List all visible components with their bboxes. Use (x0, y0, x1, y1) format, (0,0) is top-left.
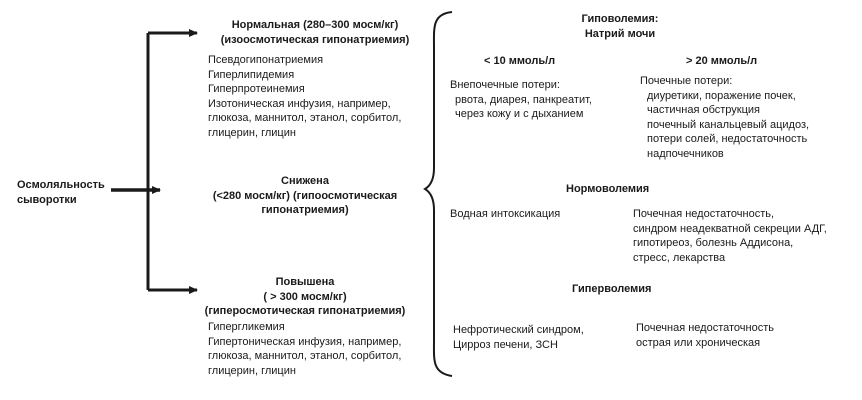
reduced-title-line: гипонатриемия) (261, 204, 349, 216)
hypervolemia-right: Почечная недостаточность острая или хрон… (636, 321, 774, 350)
hypovolemia-title: Гиповолемия: Натрий мочи (545, 12, 695, 41)
normal-cause-item: Псевдогипонатриемия (208, 54, 324, 66)
root-line: Осмоляльность (17, 179, 105, 191)
normal-causes: Псевдогипонатриемия Гиперлипидемия Гипер… (208, 53, 401, 140)
normovolemia-right: Почечная недостаточность, синдром неадек… (633, 207, 827, 265)
increased-title-line: (гиперосмотическая гипонатриемия) (204, 305, 406, 317)
normal-cause-item: Изотоническая инфузия, например, (208, 97, 391, 110)
reduced-title: Снижена (<280 мосм/кг) (гипоосмотическая… (185, 174, 425, 218)
root-label: Осмоляльность сыворотки (17, 178, 105, 207)
normovolemia-right-line: синдром неадекватной секреции АДГ, (633, 222, 827, 235)
normovolemia-right-line: Почечная недостаточность, (633, 208, 775, 220)
increased-cause-item: глицерин, глицин (208, 364, 296, 377)
increased-cause-item: Гипергликемия (208, 321, 285, 333)
increased-causes: Гипергликемия Гипертоническая инфузия, н… (208, 320, 401, 378)
normovolemia-right-line: стресс, лекарства (633, 251, 726, 264)
hypovolemia-high-line: частичная обструкция (647, 104, 761, 116)
normovolemia-right-line: гипотиреоз, болезнь Аддисона, (633, 237, 794, 249)
low-sodium-header: < 10 ммоль/л (484, 55, 556, 67)
increased-cause-item: Гипертоническая инфузия, например, (208, 335, 402, 348)
increased-title: Повышена ( > 300 мосм/кг) (гиперосмотиче… (185, 275, 425, 319)
root-line: сыворотки (17, 193, 77, 206)
hypovolemia-title-line: Натрий мочи (584, 27, 656, 40)
hypovolemia-high-line: почечный канальцевый ацидоз, (647, 118, 810, 131)
normal-cause-item: Гиперлипидемия (208, 68, 295, 81)
normal-title-line: Нормальная (280–300 мосм/кг) (231, 19, 399, 31)
reduced-title-line: Снижена (281, 175, 329, 187)
hypervolemia-right-line: острая или хроническая (636, 336, 761, 349)
normal-cause-item: Гиперпротеинемия (208, 83, 305, 95)
increased-cause-item: глюкоза, маннитол, этанол, сорбитол, (208, 350, 402, 362)
hypervolemia-left-line: Цирроз печени, ЗСН (453, 338, 558, 351)
hypovolemia-high-line: диуретики, поражение почек, (647, 89, 796, 102)
branch-lines (146, 29, 198, 294)
high-sodium-header: > 20 ммоль/л (686, 55, 758, 67)
normal-title-line: (изоосмотическая гипонатриемия) (220, 33, 410, 46)
hypovolemia-low-causes: Внепочечные потери: рвота, диарея, панкр… (450, 78, 592, 122)
hypovolemia-high-line: Почечные потери: (640, 75, 733, 87)
hypovolemia-low-line: рвота, диарея, панкреатит, (455, 93, 592, 106)
normal-cause-item: глицерин, глицин (208, 126, 296, 139)
hypervolemia-left-line: Нефротический синдром, (453, 324, 584, 336)
normovolemia-left-line: Водная интоксикация (450, 208, 561, 220)
reduced-title-line: (<280 мосм/кг) (гипоосмотическая (212, 189, 398, 202)
hypovolemia-high-line: потери солей, недостаточность (647, 133, 808, 145)
hypovolemia-title-line: Гиповолемия: (581, 13, 659, 25)
normovolemia-left: Водная интоксикация (450, 207, 560, 222)
normal-title: Нормальная (280–300 мосм/кг) (изоосмотич… (200, 18, 430, 47)
normovolemia-title: Нормоволемия (566, 183, 650, 195)
hypovolemia-high-causes: Почечные потери: диуретики, поражение по… (640, 74, 809, 161)
hypervolemia-left: Нефротический синдром, Цирроз печени, ЗС… (453, 323, 584, 352)
hypervolemia-right-line: Почечная недостаточность (636, 322, 774, 334)
increased-title-line: Повышена (275, 276, 335, 288)
curly-brace (423, 11, 453, 377)
increased-title-line: ( > 300 мосм/кг) (263, 290, 347, 303)
normal-cause-item: глюкоза, маннитол, этанол, сорбитол, (208, 112, 402, 124)
hypovolemia-low-line: через кожу и с дыханием (455, 108, 584, 120)
hypovolemia-high-line: надпочечников (647, 147, 724, 160)
hypervolemia-title: Гиперволемия (572, 283, 652, 295)
hypovolemia-low-line: Внепочечные потери: (450, 79, 560, 91)
